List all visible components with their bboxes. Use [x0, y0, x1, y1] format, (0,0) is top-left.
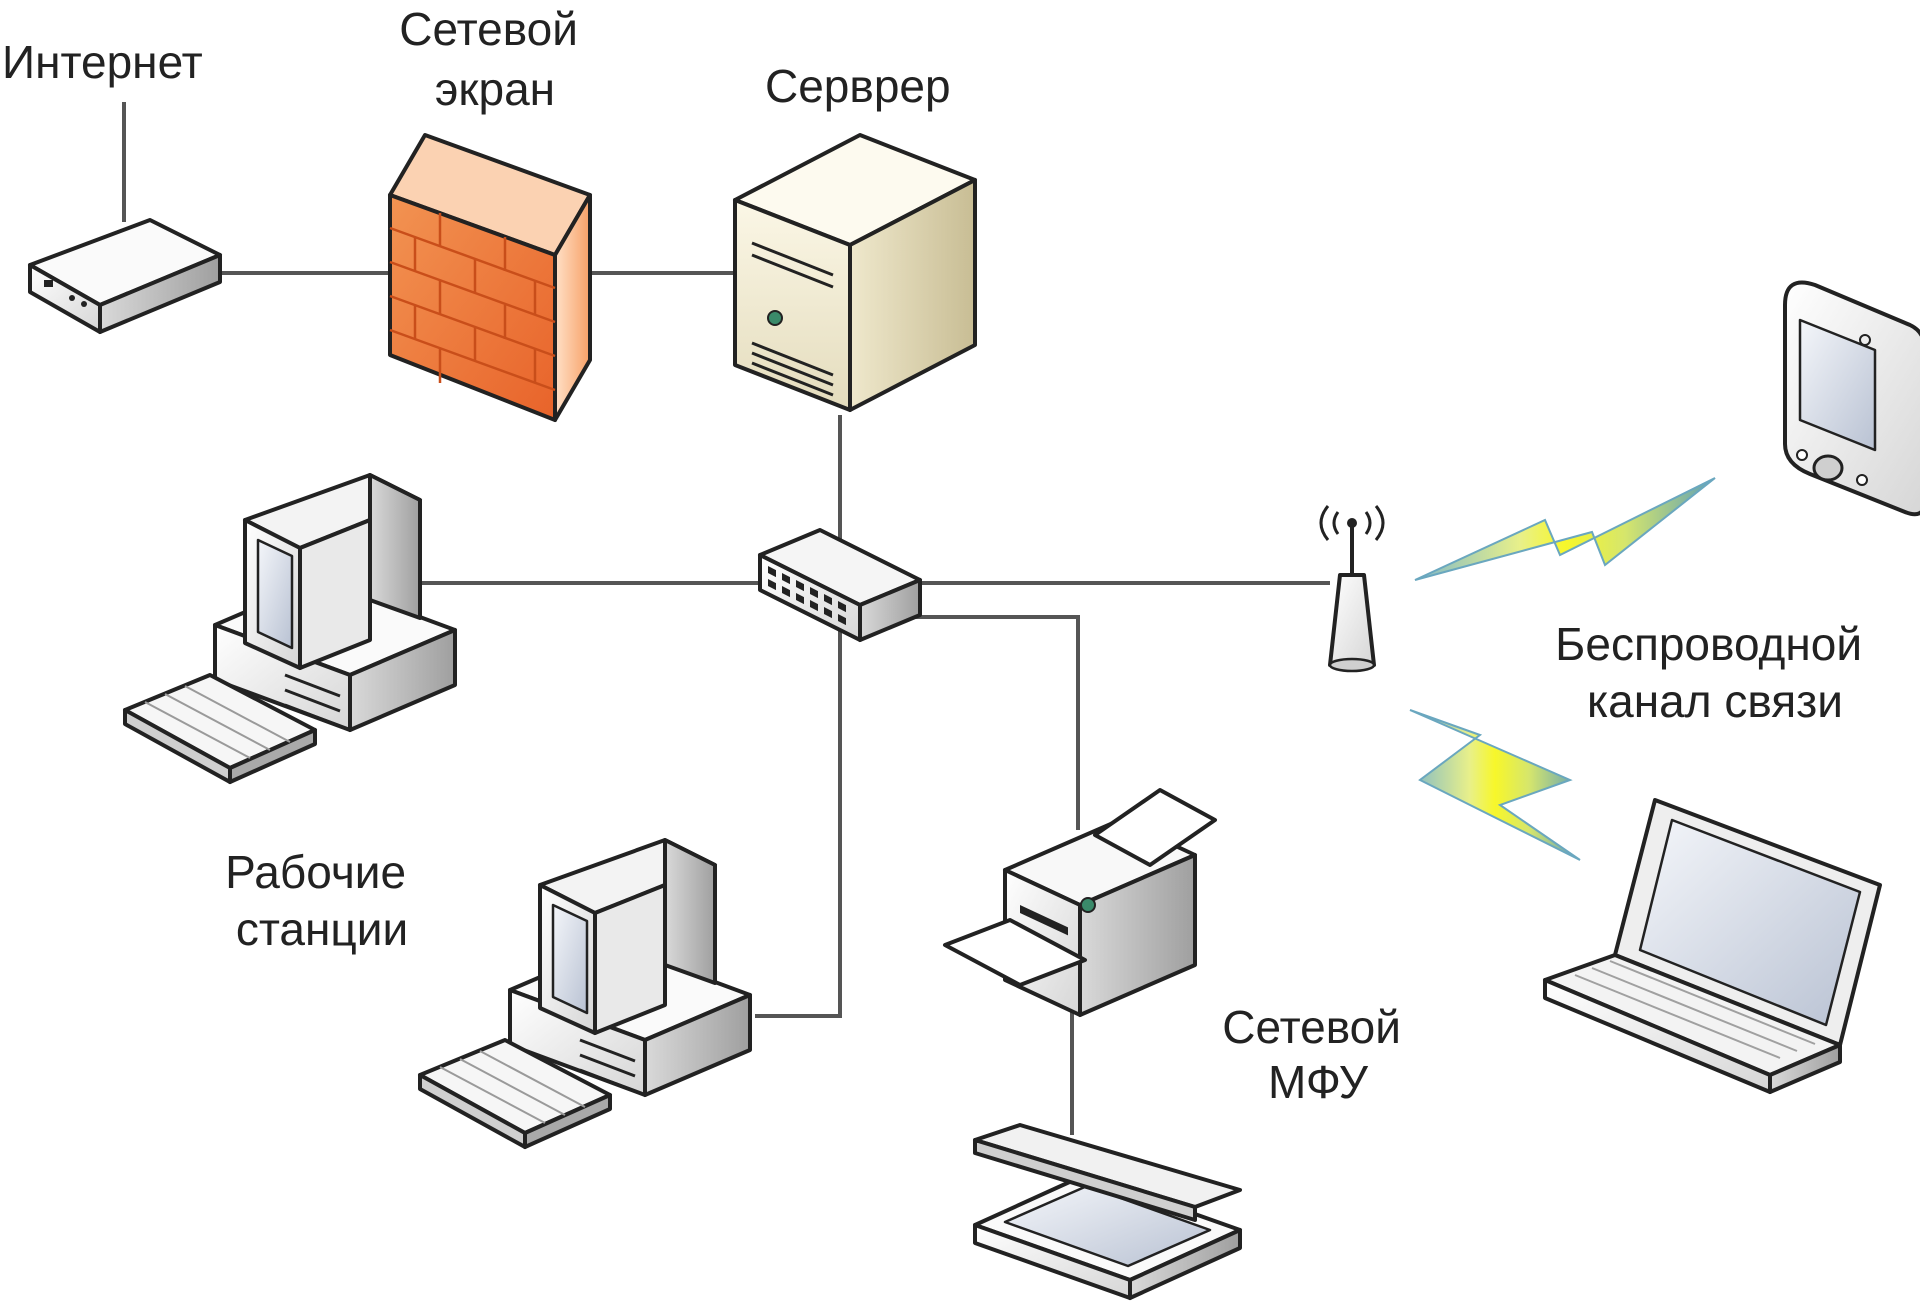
- server-tower-icon: [733, 133, 977, 412]
- scanner-icon: [973, 1123, 1242, 1300]
- brick-wall-icon: [388, 133, 592, 422]
- pda-icon: [1783, 280, 1920, 517]
- connection-lines: [122, 102, 1330, 1135]
- network-switch-icon: [758, 528, 922, 642]
- mfp-label-line2: МФУ: [1268, 1056, 1369, 1108]
- mfp-label: Сетевой МФУ: [1222, 1001, 1413, 1108]
- printer-icon: [943, 788, 1217, 1017]
- edge-switch-printer: [900, 615, 1080, 830]
- lightning-bolt-icon: [1414, 477, 1716, 581]
- lightning-bolt-icon: [1409, 709, 1581, 861]
- mfp-label-line1: Сетевой: [1222, 1001, 1401, 1053]
- wireless-label-line2: канал связи: [1587, 675, 1843, 727]
- desktop-computer-icon: [418, 838, 752, 1149]
- server-label: Серврер: [765, 60, 951, 112]
- wireless-channel-label: Беспроводной канал связи: [1555, 618, 1875, 727]
- internet-label: Интернет: [2, 36, 203, 88]
- wireless-label-line1: Беспроводной: [1555, 618, 1862, 670]
- modem-icon: [28, 218, 222, 334]
- firewall-label: Сетевой экран: [399, 3, 590, 115]
- firewall-label-line2: экран: [435, 63, 555, 115]
- workstations-label-line1: Рабочие: [225, 846, 406, 898]
- firewall-label-line1: Сетевой: [399, 3, 578, 55]
- wireless-antenna-icon: [1319, 505, 1385, 673]
- edge-switch-workstation-2: [755, 630, 842, 1018]
- workstations-label-line2: станции: [236, 903, 408, 955]
- desktop-computer-icon: [123, 473, 457, 784]
- laptop-icon: [1543, 798, 1882, 1094]
- workstations-label: Рабочие станции: [225, 846, 419, 955]
